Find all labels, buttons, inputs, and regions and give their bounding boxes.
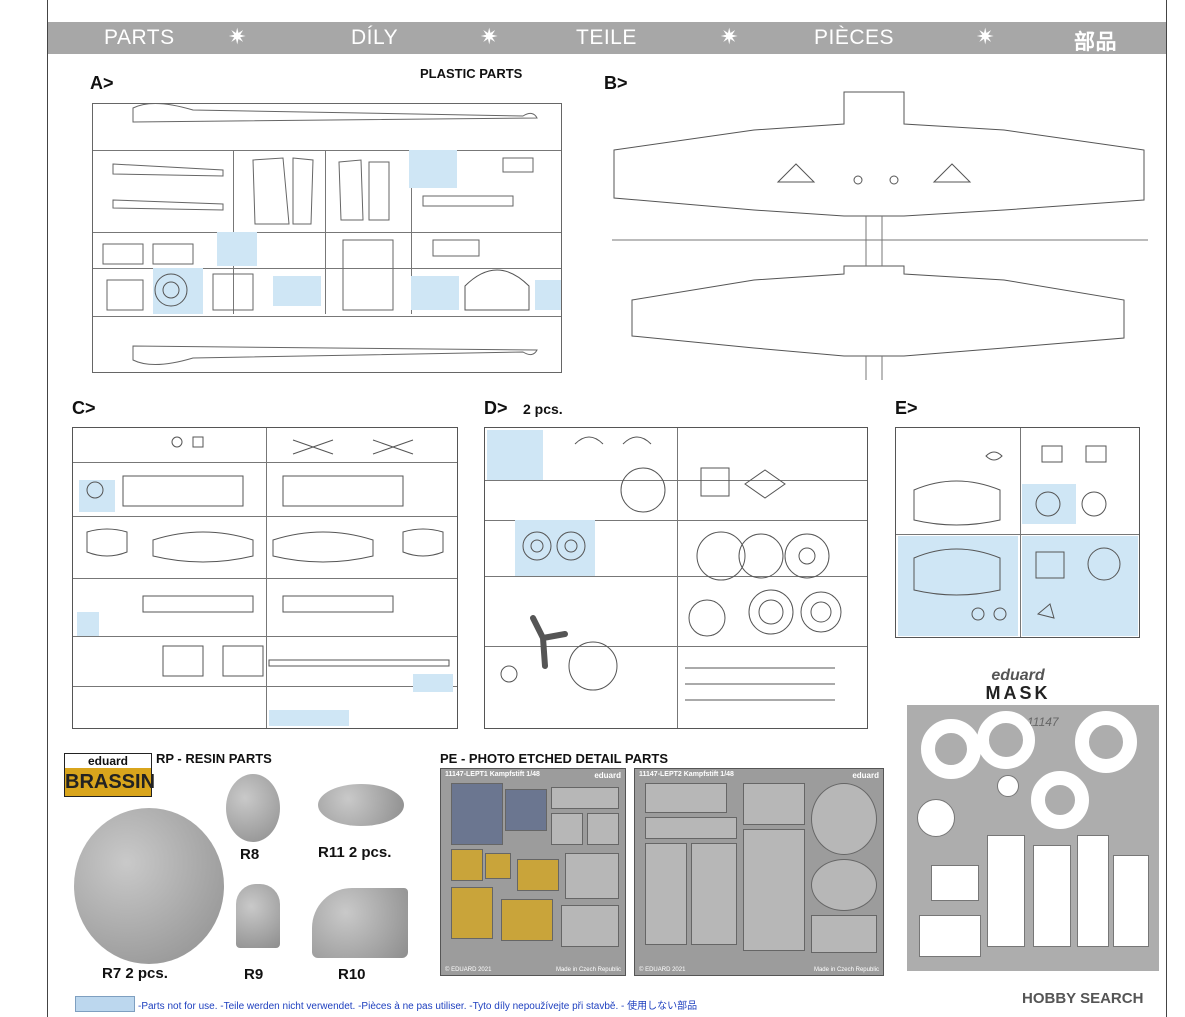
pe-sheet-1-code: 11147-LEPT1 Kampfstift 1/48 — [445, 771, 540, 778]
pe-sheet-1-copyright: © EDUARD 2021 — [445, 967, 492, 973]
star-separator-icon: ✷ — [720, 24, 739, 49]
photo-etched-title: PE - PHOTO ETCHED DETAIL PARTS — [440, 751, 669, 766]
resin-parts-title: RP - RESIN PARTS — [156, 751, 272, 766]
pe-sheet-2: 11147-LEPT2 Kampfstift 1/48 eduard © EDU… — [634, 768, 884, 976]
sprue-e — [895, 427, 1140, 638]
pe-sheet-2-code: 11147-LEPT2 Kampfstift 1/48 — [639, 771, 734, 778]
resin-part-r7-wheel — [74, 808, 224, 964]
sprue-a-parts-drawing — [102, 103, 538, 365]
header-parts: PARTS — [104, 26, 175, 49]
resin-part-r8-wheel — [226, 774, 280, 842]
sprue-b-label: B> — [604, 73, 628, 93]
sprue-e-label: E> — [895, 398, 918, 418]
sprue-a-label: A> — [90, 73, 114, 93]
resin-part-r11-fairing — [318, 784, 404, 826]
star-separator-icon: ✷ — [480, 24, 499, 49]
brassin-logo-top: eduard — [65, 754, 151, 768]
pe-sheet-1-made: Made in Czech Republic — [555, 967, 621, 973]
pe-sheet-1: 11147-LEPT1 Kampfstift 1/48 eduard © EDU… — [440, 768, 626, 976]
sprue-a — [92, 103, 562, 373]
mask-logo-bottom: MASK — [985, 683, 1051, 703]
resin-label-r10: R10 — [338, 966, 366, 983]
pe-sheet-2-brand: eduard — [852, 771, 879, 780]
hobby-search-watermark: HOBBY SEARCH — [1022, 990, 1144, 1007]
mask-logo-top: eduard — [991, 667, 1045, 684]
sprue-d-qty: 2 pcs. — [523, 401, 563, 417]
sprue-d-parts-drawing — [500, 436, 842, 701]
sprue-c-parts-drawing — [86, 436, 450, 677]
header-buhin: 部品 — [1074, 31, 1117, 54]
header-pieces: PIÈCES — [814, 26, 895, 49]
star-separator-icon: ✷ — [976, 24, 995, 49]
brassin-logo-bottom: BRASSIN — [65, 768, 155, 796]
pe-sheet-2-made: Made in Czech Republic — [813, 967, 879, 973]
mask-sheet: 11147 — [907, 705, 1159, 971]
plastic-parts-title: PLASTIC PARTS — [420, 66, 523, 81]
unused-parts-swatch — [75, 996, 135, 1012]
resin-label-r11: R11 2 pcs. — [318, 844, 392, 861]
resin-part-r9-fork — [236, 884, 280, 948]
header-dily: DÍLY — [351, 26, 399, 49]
mask-number: 11147 — [1027, 715, 1059, 729]
header-teile: TEILE — [576, 26, 637, 49]
sprue-d-label: D> — [484, 398, 508, 418]
resin-label-r8: R8 — [240, 846, 260, 863]
sprue-d — [484, 427, 868, 729]
sprue-c — [72, 427, 458, 729]
sprue-e-parts-drawing — [913, 445, 1121, 621]
resin-label-r7: R7 2 pcs. — [102, 965, 168, 982]
star-separator-icon: ✷ — [228, 24, 247, 49]
wing-halves-drawing — [612, 91, 1148, 380]
resin-part-r10-cover — [312, 888, 408, 958]
unused-parts-legend: -Parts not for use. -Teile werden nicht … — [138, 1001, 698, 1012]
mask-logo: eduard MASK — [963, 667, 1073, 703]
resin-label-r9: R9 — [244, 966, 264, 983]
pe-sheet-2-copyright: © EDUARD 2021 — [639, 967, 686, 973]
page-frame — [47, 0, 1167, 1017]
brassin-logo: eduard BRASSIN — [64, 753, 155, 797]
sprue-b — [604, 90, 1156, 380]
sprue-c-label: C> — [72, 398, 96, 418]
pe-sheet-1-brand: eduard — [594, 771, 621, 780]
header-bar: PARTS ✷ DÍLY ✷ TEILE ✷ PIÈCES ✷ 部品 — [48, 22, 1166, 54]
